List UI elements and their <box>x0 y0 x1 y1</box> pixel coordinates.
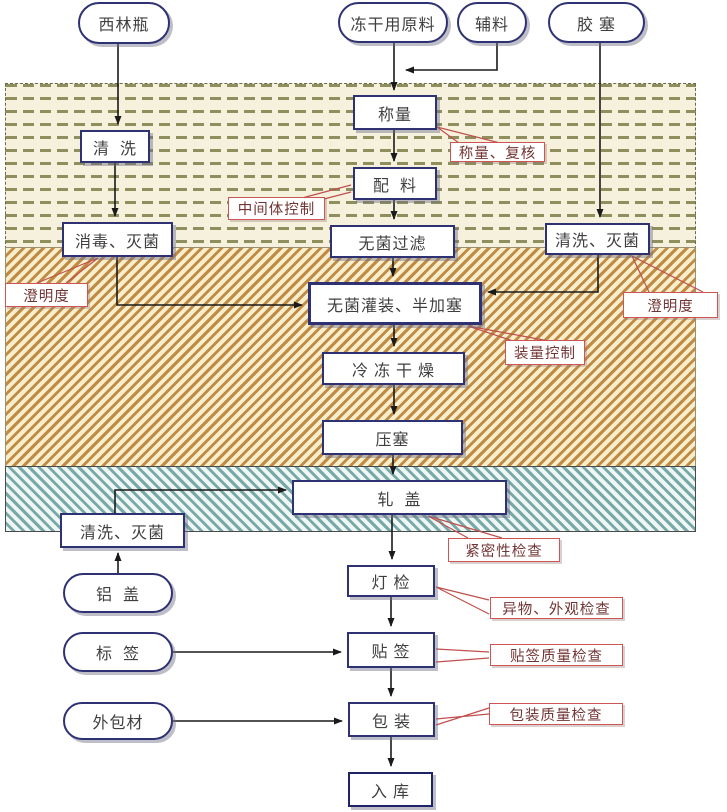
step-disinfection-sterilization: 消毒、灭菌 <box>62 222 173 257</box>
step-cap-washing-sterilization: 清洗、灭菌 <box>60 513 185 548</box>
qc-fill-volume-control: 装量控制 <box>505 340 585 365</box>
step-sterile-filtration: 无菌过滤 <box>330 225 455 258</box>
step-freeze-drying: 冷 冻 干 燥 <box>322 352 465 385</box>
qc-intermediate-control: 中间体控制 <box>228 197 325 220</box>
step-weighing: 称量 <box>353 95 437 130</box>
node-vial: 西林瓶 <box>78 2 170 44</box>
node-label-material: 标 签 <box>63 632 173 672</box>
preparation-zone-background <box>5 83 696 249</box>
step-stoppering: 压塞 <box>322 420 463 455</box>
node-aluminum-cap: 铝 盖 <box>63 573 173 613</box>
step-warehousing: 入 库 <box>348 772 433 807</box>
step-washing: 清 洗 <box>80 130 150 163</box>
node-rubber-stopper: 胶 塞 <box>548 2 645 43</box>
qc-weighing-verification: 称量、复核 <box>450 142 545 162</box>
qc-packaging-quality-inspection: 包装质量检查 <box>489 703 623 725</box>
step-compounding: 配 料 <box>353 167 437 200</box>
node-outer-packaging: 外包材 <box>63 702 173 740</box>
qc-clarity-right: 澄明度 <box>623 292 718 318</box>
step-labeling: 贴 签 <box>347 632 435 668</box>
qc-tightness-inspection: 紧密性检查 <box>448 538 560 562</box>
step-capping: 轧 盖 <box>292 480 507 515</box>
step-stopper-washing-sterilization: 清洗、灭菌 <box>545 223 650 255</box>
qc-foreign-matter-appearance-inspection: 异物、外观检查 <box>490 597 623 619</box>
node-excipient: 辅料 <box>457 2 527 43</box>
qc-label-quality-inspection: 贴签质量检查 <box>490 644 623 666</box>
node-raw-material: 冻干用原料 <box>338 2 448 43</box>
step-packaging: 包 装 <box>348 702 435 737</box>
step-sterile-filling-half-stoppering: 无菌灌装、半加塞 <box>308 282 482 325</box>
step-light-inspection: 灯 检 <box>347 565 435 597</box>
qc-clarity-left: 澄明度 <box>5 283 88 307</box>
